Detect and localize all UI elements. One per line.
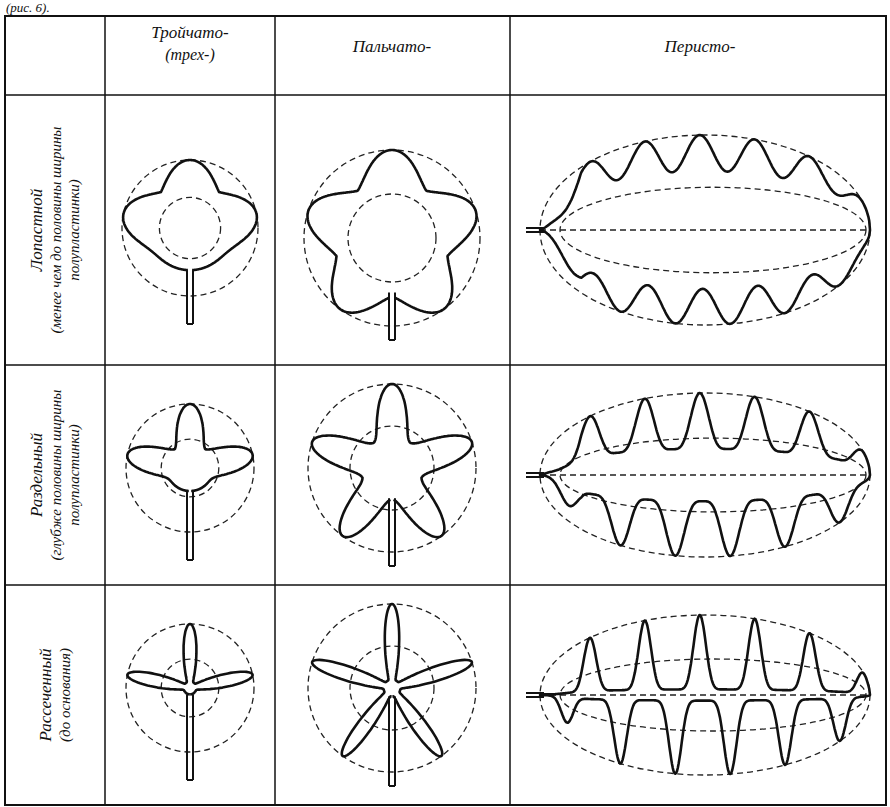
petiole [526,231,544,233]
leaf-outlines [122,135,870,786]
table-line [509,16,511,805]
table-line [5,584,886,586]
petiole [394,696,396,786]
petiole [389,785,395,787]
petiole [187,779,193,781]
guide-circle [126,624,254,752]
leaf-outline [127,624,252,694]
guide-circle [308,384,476,552]
petiole [394,498,396,566]
guide-ellipse [540,615,870,775]
column-header: Перисто- [665,38,736,57]
table-line [5,94,886,96]
guide-circle [308,604,476,772]
row-header: Раздельный(глубже половины ширины полупл… [9,372,101,578]
row-note: (до основания) [56,592,74,798]
petiole [186,694,188,780]
guide-circle [161,439,219,497]
petiole [526,692,544,694]
petiole [187,323,193,325]
petiole [186,270,188,324]
leaf-outline [312,384,472,537]
leaf-outline [308,150,477,313]
midrib-guide [540,229,870,230]
guide-circle [122,160,258,296]
column-header: Тройчато- [151,24,229,43]
guide-circle [348,194,436,282]
table-border [5,16,886,805]
petiole [389,339,395,341]
leaf-outline [540,393,870,556]
midrib-guide [540,474,870,475]
petiole [192,491,194,560]
petiole [526,472,544,474]
midrib-guide [540,694,870,695]
leaf-outline [312,604,472,756]
row-note: (менее чем до половины ширины полупласти… [47,102,83,358]
row-header: Рассеченный(до основания) [9,592,101,798]
column-header: Пальчато- [353,38,431,57]
row-note: (глубже половины ширины полупластинки) [47,372,83,578]
guide-circle [350,426,434,510]
row-title: Рассеченный [36,592,56,798]
petiole [526,227,544,229]
table-line [104,16,106,805]
guide-circle [159,197,220,258]
row-header: Лопастной(менее чем до половины ширины п… [9,102,101,358]
row-title: Раздельный [27,372,47,578]
figure-reference: (рис. 6). [6,1,50,15]
column-header: (трех-) [165,46,215,64]
table-line [5,364,886,366]
leaf-outline [127,404,252,491]
petiole [388,498,390,566]
guide-ellipse [540,393,870,557]
petiole [388,696,390,786]
petiole [192,694,194,780]
petiole [187,559,193,561]
petiole [388,293,390,340]
leaf-outline [540,135,870,324]
leaf-outline [540,615,870,774]
guide-circle [126,404,254,532]
petiole [186,491,188,560]
petiole [394,293,396,340]
leaf-outline [123,160,257,270]
petiole [389,565,395,567]
petiole [526,696,544,698]
guide-circle [304,150,480,326]
petiole [192,270,194,324]
row-title: Лопастной [27,102,47,358]
petiole [526,476,544,478]
table-line [274,16,276,805]
guide-ellipse [540,135,870,325]
